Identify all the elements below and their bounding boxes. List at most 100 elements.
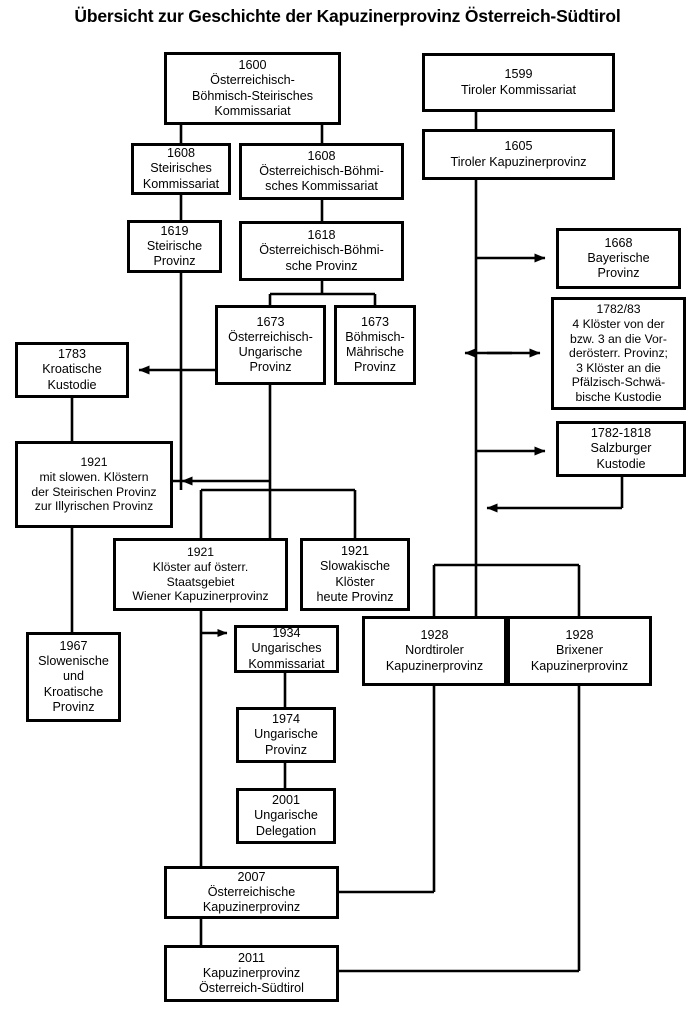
node-1783-line-0: 1783 <box>57 347 87 362</box>
node-1599[interactable]: 1599 Tiroler Kommissariat <box>422 53 615 112</box>
node-178283-line-5: Pfälzisch-Schwä- <box>571 375 666 390</box>
node-1668-line-2: Provinz <box>597 266 640 281</box>
node-1921-illyrische[interactable]: 1921 mit slowen. Klöstern der Steirische… <box>15 441 173 528</box>
node-1673-ou-line-1: Österreichisch- <box>228 329 313 344</box>
node-1608-oesterreichisch-boehmisches[interactable]: 1608 Österreichisch-Böhmi- sches Kommiss… <box>239 143 404 200</box>
node-1928-nord-line-1: Nordtiroler <box>405 643 464 658</box>
node-1921-wien-line-3: Wiener Kapuzinerprovinz <box>132 589 269 604</box>
node-1921-slow-line-0: 1921 <box>340 544 370 559</box>
node-1618[interactable]: 1618 Österreichisch-Böhmi- sche Provinz <box>239 221 404 281</box>
node-1619[interactable]: 1619 Steirische Provinz <box>127 220 222 273</box>
node-1974-line-0: 1974 <box>271 712 301 727</box>
node-1921-wien-line-1: Klöster auf österr. <box>152 559 249 574</box>
node-178283-line-3: derösterr. Provinz; <box>569 346 668 361</box>
node-1967-line-3: Kroatische <box>43 684 104 699</box>
node-1618-line-1: Österreichisch-Böhmi- <box>259 243 384 258</box>
node-1967-slowenische-kroatische[interactable]: 1967 Slowenische und Kroatische Provinz <box>26 632 121 722</box>
node-1928-brix-line-1: Brixener <box>556 643 603 658</box>
node-1619-line-1: Steirische <box>146 238 203 253</box>
node-1608-steirisches-line-2: Kommissariat <box>142 176 220 191</box>
node-1783-line-1: Kroatische <box>42 362 102 377</box>
node-1668-line-1: Bayerische <box>587 250 650 265</box>
node-1921-wien-line-0: 1921 <box>186 545 215 560</box>
node-1618-line-0: 1618 <box>307 228 336 243</box>
node-1599-line-0: 1599 <box>504 67 533 82</box>
node-1608-oebo-line-1: Österreichisch-Böhmi- <box>259 163 384 178</box>
node-1928-brixener[interactable]: 1928 Brixener Kapuzinerprovinz <box>507 616 652 686</box>
node-178283-line-1: 4 Klöster von der <box>572 317 665 332</box>
node-2007-line-2: Kapuzinerprovinz <box>202 900 301 915</box>
node-1974-line-1: Ungarische <box>254 727 318 742</box>
node-1782-1818-salzburger[interactable]: 1782-1818 Salzburger Kustodie <box>556 421 686 477</box>
node-1619-line-0: 1619 <box>160 223 189 238</box>
node-1608-oebo-line-0: 1608 <box>307 148 336 163</box>
node-1600-line-3: Kommissariat <box>214 103 291 118</box>
node-1921-illyr-line-1: mit slowen. Klöstern <box>39 469 149 484</box>
node-1928-brix-line-0: 1928 <box>565 628 594 643</box>
node-1619-line-2: Provinz <box>153 254 196 269</box>
node-1782-83[interactable]: 1782/83 4 Klöster von der bzw. 3 an die … <box>551 297 686 410</box>
node-2001-ungarische-delegation[interactable]: 2001 Ungarische Delegation <box>236 788 336 844</box>
node-1608-oebo-line-2: sches Kommissariat <box>265 179 378 194</box>
node-1605-line-0: 1605 <box>504 139 533 154</box>
node-2001-line-1: Ungarische <box>254 808 318 823</box>
node-1921-slowakische[interactable]: 1921 Slowakische Klöster heute Provinz <box>300 538 410 611</box>
node-1605[interactable]: 1605 Tiroler Kapuzinerprovinz <box>422 129 615 180</box>
node-1934-line-2: Kommissariat <box>248 656 325 671</box>
node-1928-brix-line-2: Kapuzinerprovinz <box>530 658 629 673</box>
node-1673-bm-line-2: Mährische <box>345 345 405 359</box>
node-178283-line-2: bzw. 3 an die Vor- <box>570 331 667 346</box>
node-17821818-line-2: Kustodie <box>596 456 646 471</box>
node-1673-ou-line-3: Provinz <box>249 360 292 375</box>
node-1673-bm-line-3: Provinz <box>354 360 396 375</box>
node-1967-line-4: Provinz <box>52 699 95 714</box>
node-1921-slow-line-3: heute Provinz <box>316 589 394 604</box>
edge-group-arrows <box>138 253 622 637</box>
node-1673-oesterreichisch-ungarische[interactable]: 1673 Österreichisch- Ungarische Provinz <box>215 305 326 385</box>
node-1921-illyr-line-0: 1921 <box>80 455 108 470</box>
node-2007-oesterreichische[interactable]: 2007 Österreichische Kapuzinerprovinz <box>164 866 339 919</box>
node-2001-line-2: Delegation <box>255 823 317 838</box>
node-1921-illyr-line-2: der Steirischen Provinz <box>31 484 157 499</box>
node-1600-line-0: 1600 <box>238 58 267 73</box>
node-17821818-line-1: Salzburger <box>590 441 652 456</box>
node-1928-nord-line-2: Kapuzinerprovinz <box>385 658 484 673</box>
node-1934-line-0: 1934 <box>272 626 301 641</box>
node-2011-line-2: Österreich-Südtirol <box>199 981 304 996</box>
node-17821818-line-0: 1782-1818 <box>590 426 652 441</box>
node-1921-wien-line-2: Staatsgebiet <box>166 574 235 589</box>
node-1605-line-1: Tiroler Kapuzinerprovinz <box>450 154 587 169</box>
node-1673-bm-line-1: Böhmisch- <box>345 329 405 344</box>
node-1668-line-0: 1668 <box>604 235 633 250</box>
node-1921-slow-line-1: Slowakische <box>320 559 390 574</box>
node-2007-line-0: 2007 <box>237 869 266 884</box>
page-title: Übersicht zur Geschichte der Kapuzinerpr… <box>74 6 621 26</box>
node-1967-line-0: 1967 <box>59 638 88 653</box>
node-2011-line-1: Kapuzinerprovinz <box>202 965 301 980</box>
node-1928-nordtiroler[interactable]: 1928 Nordtiroler Kapuzinerprovinz <box>362 616 507 686</box>
node-1921-wiener[interactable]: 1921 Klöster auf österr. Staatsgebiet Wi… <box>113 538 288 611</box>
node-2001-line-0: 2001 <box>271 793 301 808</box>
node-1921-illyr-line-3: zur Illyrischen Provinz <box>34 499 154 514</box>
node-1600-line-1: Österreichisch- <box>210 73 295 88</box>
node-1600[interactable]: 1600 Österreichisch- Böhmisch-Steirische… <box>164 52 341 125</box>
node-1608-steirisches[interactable]: 1608 Steirisches Kommissariat <box>131 143 231 195</box>
edge-group-main <box>70 112 624 973</box>
node-1600-line-2: Böhmisch-Steirisches <box>191 88 314 103</box>
node-1934-ungarisches-kommissariat[interactable]: 1934 Ungarisches Kommissariat <box>234 625 339 673</box>
node-1668[interactable]: 1668 Bayerische Provinz <box>556 228 681 289</box>
node-1974-ungarische-provinz[interactable]: 1974 Ungarische Provinz <box>236 707 336 763</box>
node-1934-line-1: Ungarisches <box>251 641 322 656</box>
node-178283-line-4: 3 Klöster an die <box>576 360 661 375</box>
node-1921-slow-line-2: Klöster <box>335 574 375 589</box>
node-2007-line-1: Österreichische <box>207 884 296 899</box>
node-1967-line-2: und <box>62 669 84 684</box>
node-1967-line-1: Slowenische <box>38 654 109 669</box>
node-1673-ou-line-2: Ungarische <box>238 345 303 359</box>
node-1783-kroatische-kustodie[interactable]: 1783 Kroatische Kustodie <box>15 342 129 398</box>
node-1928-nord-line-0: 1928 <box>420 628 449 643</box>
node-2011-oesterreich-suedtirol[interactable]: 2011 Kapuzinerprovinz Österreich-Südtiro… <box>164 945 339 1002</box>
node-1673-boehmisch-maehrische[interactable]: 1673 Böhmisch- Mährische Provinz <box>334 305 416 385</box>
